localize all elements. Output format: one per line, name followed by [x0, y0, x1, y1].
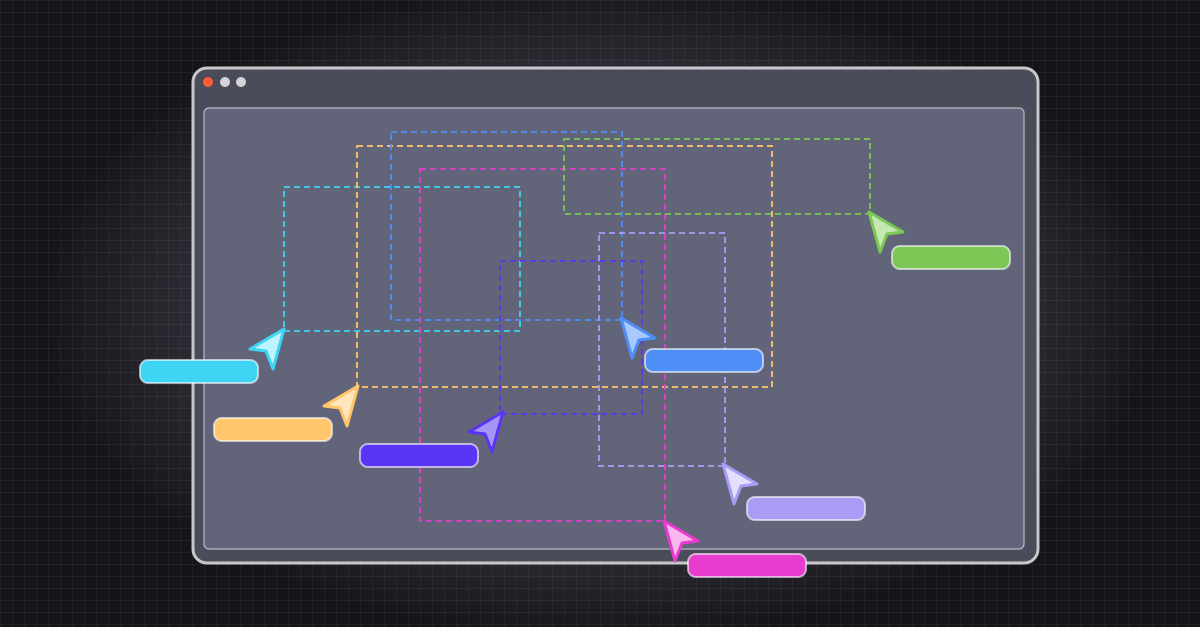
yellow-selection-box — [356, 145, 773, 388]
cyan-name-tag — [139, 359, 259, 384]
cyan-cursor-icon — [248, 327, 286, 371]
canvas-area — [203, 107, 1025, 550]
purple-name-tag — [359, 443, 479, 468]
window-maximize-button[interactable] — [236, 77, 246, 87]
blue-name-tag — [644, 348, 764, 373]
window-close-button[interactable] — [203, 77, 213, 87]
blue-cursor-icon — [619, 316, 657, 360]
green-cursor-icon — [867, 210, 905, 254]
yellow-name-tag — [213, 417, 333, 442]
yellow-cursor-icon — [322, 384, 360, 428]
lavender-name-tag — [746, 496, 866, 521]
lavender-cursor-icon — [721, 462, 759, 506]
pink-name-tag — [687, 553, 807, 578]
blue-selection-box — [390, 131, 623, 321]
green-name-tag — [891, 245, 1011, 270]
pink-selection-box — [419, 168, 666, 522]
purple-cursor-icon — [467, 410, 505, 454]
pink-cursor-icon — [662, 519, 700, 563]
green-selection-box — [563, 138, 871, 215]
purple-selection-box — [499, 260, 643, 415]
window-minimize-button[interactable] — [220, 77, 230, 87]
